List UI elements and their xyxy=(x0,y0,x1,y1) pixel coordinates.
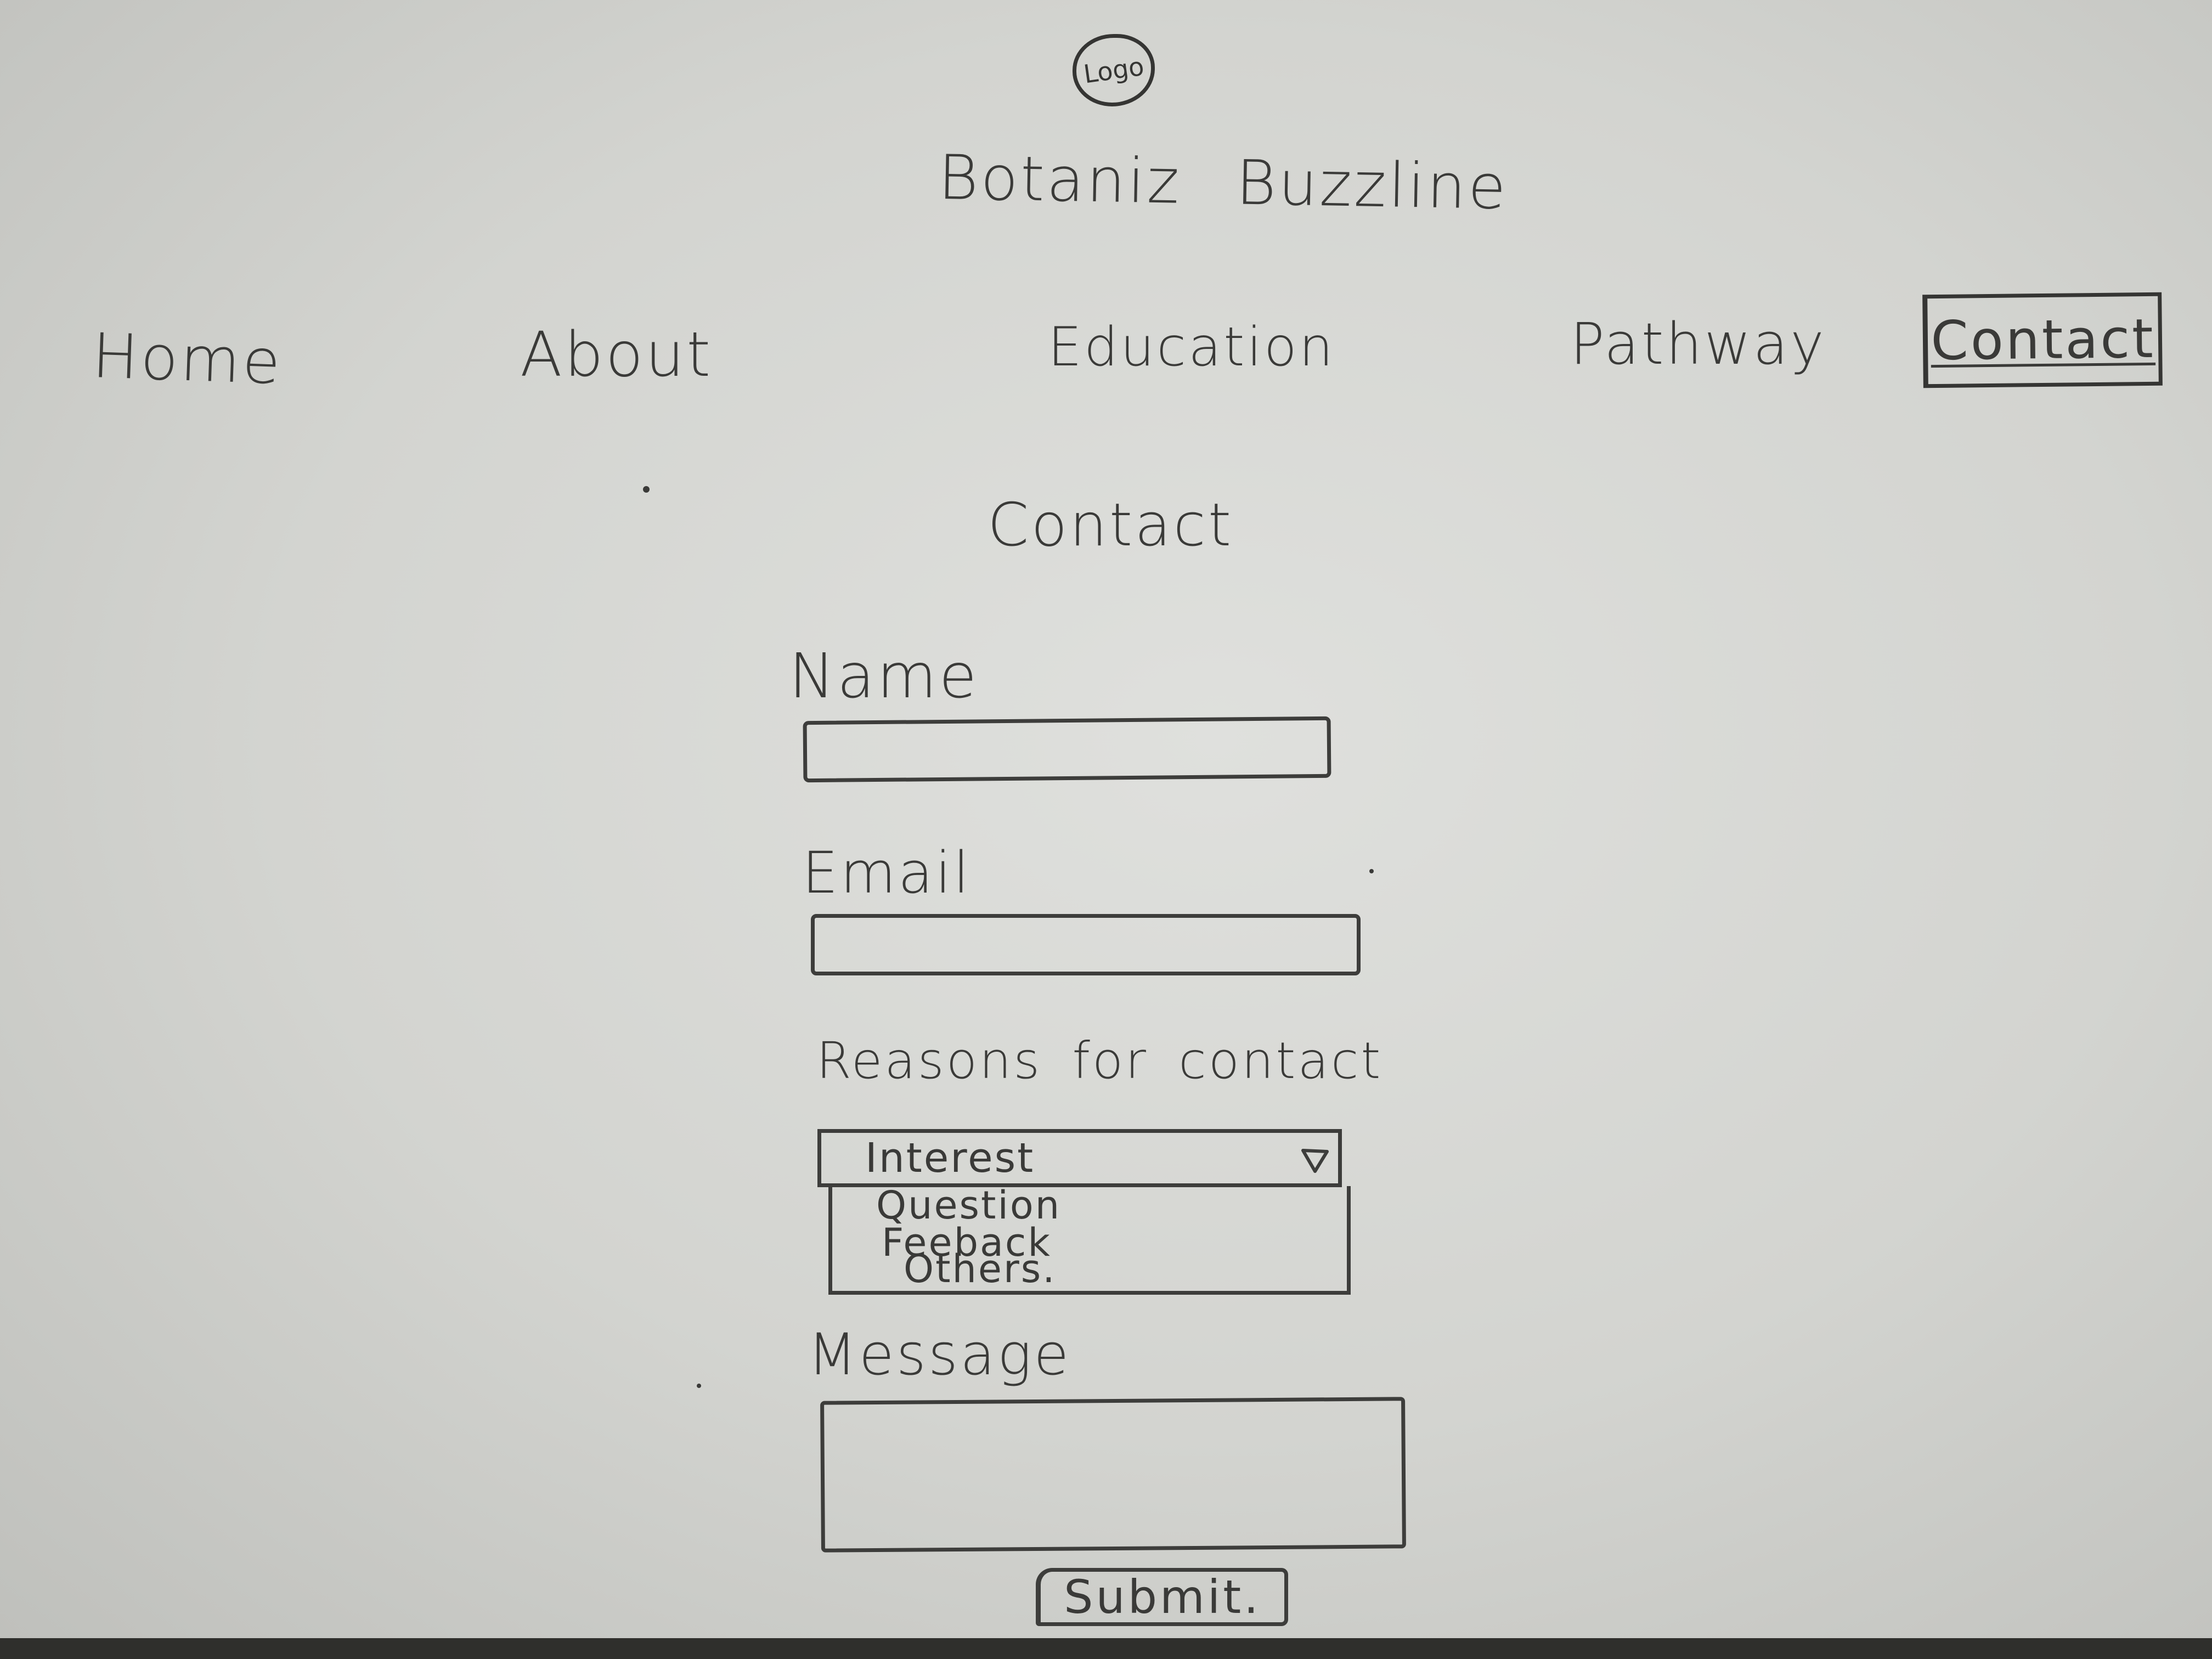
submit-button-label: Submit. xyxy=(1064,1570,1261,1624)
reason-option-feedback[interactable]: Feeback xyxy=(882,1220,1052,1265)
page-title: Contact xyxy=(988,491,1234,560)
reason-option-list: Question Feeback Others. xyxy=(828,1183,1351,1295)
logo-text: Logo xyxy=(1081,51,1146,89)
message-field[interactable] xyxy=(820,1397,1406,1553)
logo[interactable]: Logo xyxy=(1073,34,1155,106)
message-label: Message xyxy=(808,1321,1071,1388)
name-label: Name xyxy=(789,641,979,712)
reason-option-question[interactable]: Question xyxy=(876,1183,1062,1228)
reason-selected-value: Interest xyxy=(865,1135,1035,1182)
nav-item-contact-label: Contact xyxy=(1930,307,2156,373)
nav-item-contact[interactable]: Contact xyxy=(1922,292,2163,388)
nav-item-education[interactable]: Education xyxy=(1048,316,1335,379)
nav-item-about[interactable]: About xyxy=(520,319,713,391)
site-title: Botaniz Buzzline xyxy=(937,142,1509,224)
submit-button[interactable]: Submit. xyxy=(1036,1568,1288,1626)
pencil-speck xyxy=(643,486,650,493)
pencil-speck xyxy=(697,1384,701,1388)
reason-option-others[interactable]: Others. xyxy=(904,1246,1057,1291)
email-field[interactable] xyxy=(811,914,1361,975)
reason-label: Reasons for contact xyxy=(816,1031,1383,1090)
name-field[interactable] xyxy=(803,716,1331,783)
email-label: Email xyxy=(802,839,972,906)
nav-item-home[interactable]: Home xyxy=(91,320,284,399)
pencil-speck xyxy=(1369,869,1374,873)
triangle-down-icon[interactable] xyxy=(1299,1144,1331,1177)
reason-select[interactable]: Interest xyxy=(817,1129,1342,1187)
nav-item-pathway[interactable]: Pathway xyxy=(1570,311,1826,377)
